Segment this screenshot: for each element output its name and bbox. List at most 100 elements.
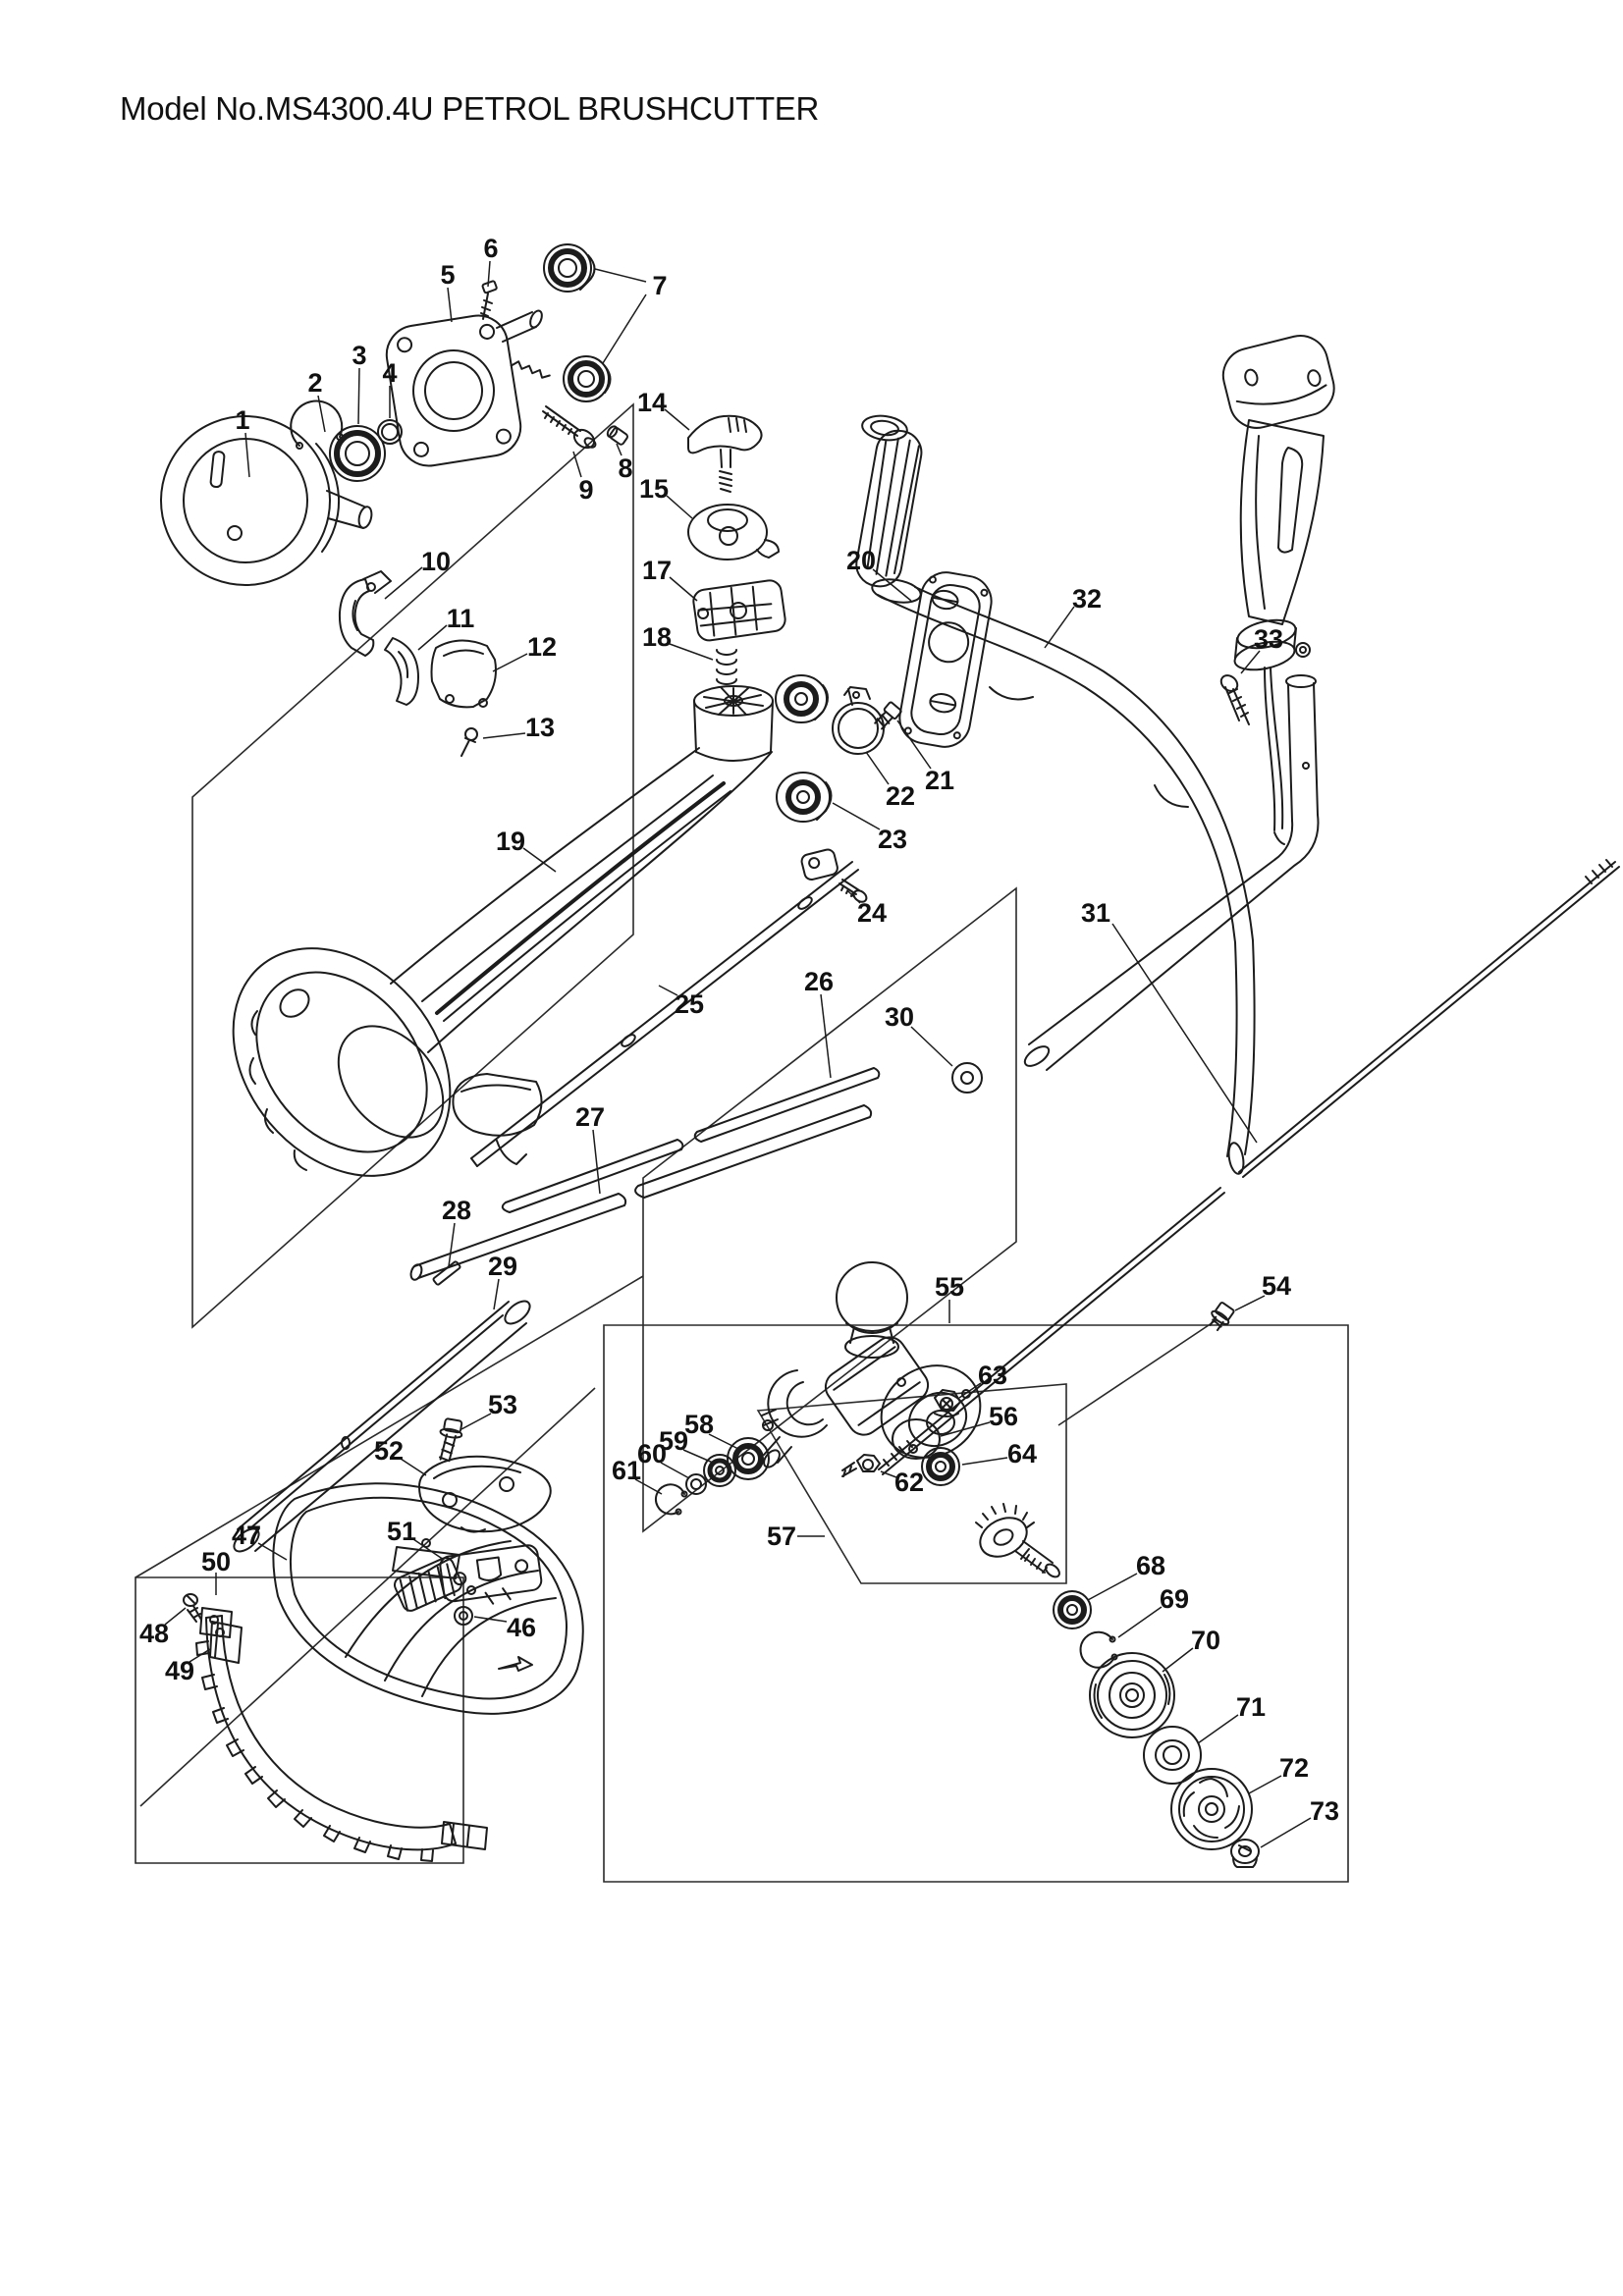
part-number-labels: 1234567891011121314151718192021222324252…: [139, 234, 1339, 1826]
part-label-25: 25: [675, 989, 704, 1019]
leader-3: [357, 367, 360, 425]
part-label-50: 50: [201, 1547, 231, 1576]
leader-32: [1044, 606, 1075, 649]
leader-72: [1248, 1775, 1282, 1794]
part-label-53: 53: [488, 1390, 517, 1419]
bushing-23-drawing: [775, 674, 833, 823]
leader-69: [1117, 1606, 1163, 1638]
bearing-7-drawing: [543, 243, 612, 402]
part-label-18: 18: [642, 622, 672, 652]
leader-9: [572, 451, 582, 478]
part-label-49: 49: [165, 1656, 194, 1685]
part-label-73: 73: [1310, 1796, 1339, 1826]
part-label-46: 46: [507, 1613, 536, 1642]
part-label-4: 4: [382, 358, 397, 388]
part-label-23: 23: [878, 825, 907, 854]
leader-53: [460, 1413, 492, 1430]
part-label-71: 71: [1236, 1692, 1266, 1722]
bearing-58-drawing: [727, 1437, 770, 1480]
leader-49: [189, 1648, 211, 1663]
part-label-5: 5: [440, 260, 455, 290]
leader-71: [1197, 1714, 1239, 1744]
part-label-33: 33: [1254, 624, 1283, 654]
part-label-15: 15: [639, 474, 669, 504]
part-label-61: 61: [612, 1456, 641, 1485]
part-label-47: 47: [232, 1521, 261, 1550]
part-label-24: 24: [857, 898, 887, 928]
leader-8: [616, 443, 622, 456]
leader-25: [658, 985, 678, 996]
leader-5: [447, 287, 453, 323]
part-label-31: 31: [1081, 898, 1110, 928]
leader-46: [473, 1616, 508, 1623]
part-label-21: 21: [925, 766, 954, 795]
boundary-box-1: [191, 402, 634, 1329]
leader-24: [847, 890, 861, 904]
leader-21: [896, 720, 932, 770]
part-label-3: 3: [352, 341, 366, 370]
clutch-case-drawing: [385, 309, 551, 467]
leader-15: [666, 495, 693, 519]
leader-58: [708, 1433, 739, 1450]
construction-line-3: [1057, 1318, 1218, 1426]
part-label-14: 14: [637, 388, 667, 417]
leader-17: [669, 576, 698, 602]
construction-line-2: [139, 1387, 596, 1807]
wing-knob-drawing: [687, 414, 763, 493]
leader-61: [634, 1478, 663, 1495]
screw-13-drawing: [460, 727, 478, 757]
part-label-68: 68: [1136, 1551, 1165, 1580]
part-label-17: 17: [642, 556, 672, 585]
boundary-box-3: [135, 1576, 464, 1864]
leader-70: [1162, 1647, 1194, 1673]
bolt-6-drawing: [480, 280, 498, 320]
part-label-20: 20: [846, 546, 876, 575]
leader-31: [1111, 923, 1258, 1144]
boundary-box-2: [642, 886, 1017, 1533]
leader-22: [865, 751, 890, 785]
bearing-68-drawing: [1053, 1590, 1092, 1629]
part-label-28: 28: [442, 1196, 471, 1225]
leader-26: [820, 993, 832, 1079]
bolt-62-drawing: [841, 1454, 881, 1477]
holder-plate-drawing: [692, 579, 786, 642]
bolt-9-drawing: [542, 405, 597, 450]
part-label-57: 57: [767, 1522, 796, 1551]
part-label-32: 32: [1072, 584, 1102, 614]
bolt-63-drawing: [934, 1389, 961, 1417]
leader-14: [664, 408, 690, 431]
part-label-10: 10: [421, 547, 451, 576]
leader-56: [940, 1421, 991, 1437]
spring-18-drawing: [716, 649, 737, 685]
clamp-12-drawing: [430, 639, 497, 709]
part-label-63: 63: [978, 1361, 1007, 1390]
part-label-56: 56: [989, 1402, 1018, 1431]
leader-19: [522, 847, 557, 873]
handlebar-drawing: [855, 414, 1320, 1175]
shaft-housing-drawing: [232, 685, 774, 1177]
part-label-29: 29: [488, 1252, 517, 1281]
part-label-69: 69: [1160, 1584, 1189, 1614]
receiver-70-drawing: [1089, 1652, 1175, 1738]
part-label-27: 27: [575, 1102, 605, 1132]
pipe-27-drawing: [409, 1104, 873, 1281]
cup-72-drawing: [1170, 1768, 1253, 1850]
part-label-7: 7: [652, 271, 667, 300]
leader-63: [958, 1382, 982, 1399]
leader-52: [400, 1458, 427, 1476]
leader-10: [384, 566, 423, 600]
leader-lines: [164, 260, 1312, 1848]
key-28-drawing: [432, 1260, 461, 1286]
part-label-51: 51: [387, 1517, 416, 1546]
leader-7-2: [602, 294, 647, 364]
part-label-12: 12: [527, 632, 557, 662]
bracket-51-drawing: [439, 1544, 543, 1605]
washer-71-drawing: [1143, 1726, 1202, 1785]
leader-59: [682, 1449, 714, 1464]
part-label-54: 54: [1262, 1271, 1291, 1301]
part-label-62: 62: [894, 1468, 924, 1497]
part-label-72: 72: [1279, 1753, 1309, 1783]
drive-shaft-drawing: [470, 861, 859, 1167]
bolt-53-drawing: [438, 1417, 463, 1463]
leader-23: [832, 802, 881, 830]
